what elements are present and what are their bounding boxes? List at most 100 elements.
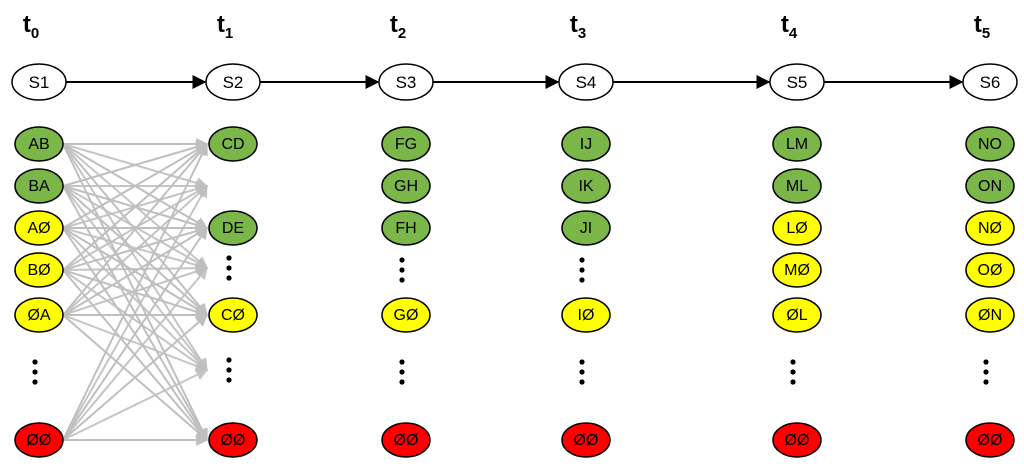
transition-arrow	[62, 143, 209, 189]
observation-node-shape	[772, 297, 822, 333]
observation-node-shape	[381, 210, 431, 246]
state-node-shape	[378, 63, 434, 101]
transition-arrow	[62, 185, 209, 269]
observation-node-shape	[14, 126, 64, 162]
time-label-subscript: 2	[398, 25, 406, 42]
state-node: S1	[11, 63, 67, 101]
observation-node-label: IJ	[580, 136, 592, 153]
observation-node: FG	[381, 126, 431, 162]
observation-node-shape	[561, 168, 611, 204]
observation-node-shape	[561, 126, 611, 162]
transition-arrow	[62, 269, 208, 371]
ellipsis-dot	[579, 369, 585, 375]
ellipsis-dot	[983, 379, 989, 385]
observation-node-label: ØN	[978, 307, 1002, 324]
observation-node-label: MØ	[784, 262, 810, 279]
observation-node-label: ØØ	[574, 432, 599, 449]
observation-node-shape	[208, 297, 258, 333]
transition-arrow	[62, 227, 208, 371]
observation-node-shape	[772, 168, 822, 204]
observation-node-shape	[965, 252, 1015, 288]
time-label-base: t	[974, 11, 982, 38]
observation-node-label: NO	[978, 136, 1002, 153]
observation-node-label: ON	[978, 178, 1002, 195]
transition-arrow	[62, 184, 208, 441]
observation-node-label: CØ	[221, 307, 245, 324]
observation-node-label: ØØ	[978, 432, 1003, 449]
state-node-label: S4	[576, 73, 597, 92]
observation-node-label: LM	[786, 136, 808, 153]
observation-node: LM	[772, 126, 822, 162]
observation-node: BØ	[14, 252, 64, 288]
observation-node-label: OØ	[978, 262, 1003, 279]
observation-node-shape	[965, 168, 1015, 204]
state-node-label: S1	[29, 73, 50, 92]
time-label: t1	[217, 11, 233, 42]
observation-node: JI	[561, 210, 611, 246]
transition-arrow	[62, 185, 208, 371]
observation-node-shape	[14, 252, 64, 288]
ellipsis-dots	[399, 359, 405, 385]
state-node: S3	[378, 63, 434, 101]
observation-node-shape	[381, 297, 431, 333]
observation-node-label: ØA	[27, 307, 50, 324]
transition-arrow	[62, 262, 209, 275]
time-label-base: t	[390, 11, 398, 38]
observation-node: LØ	[772, 210, 822, 246]
ellipsis-dots	[579, 257, 585, 283]
state-node-label: S5	[787, 73, 808, 92]
observation-node-label: ML	[786, 178, 808, 195]
ellipsis-dot	[790, 369, 796, 375]
ellipsis-dot	[399, 369, 405, 375]
observation-node: ØØ	[208, 422, 258, 458]
time-label-subscript: 4	[789, 25, 798, 42]
time-label: t0	[23, 11, 39, 42]
ellipsis-dot	[399, 379, 405, 385]
observation-node: GH	[381, 168, 431, 204]
observation-node-shape	[208, 126, 258, 162]
observation-node-label: GH	[394, 178, 418, 195]
time-label: t5	[974, 11, 990, 42]
observation-node: ØL	[772, 297, 822, 333]
time-label: t4	[781, 11, 798, 42]
observation-node-label: ØØ	[27, 432, 52, 449]
observation-node-shape	[14, 422, 64, 458]
transition-arrow	[62, 227, 209, 271]
ellipsis-dot	[32, 369, 38, 375]
observation-node: ØØ	[381, 422, 431, 458]
observation-node-label: FH	[395, 220, 416, 237]
observation-node-label: ØØ	[394, 432, 419, 449]
ellipsis-dots	[226, 255, 232, 281]
observation-node-shape	[561, 422, 611, 458]
ellipsis-dot	[579, 379, 585, 385]
observation-node-label: IK	[578, 178, 593, 195]
ellipsis-dot	[226, 275, 232, 281]
observation-node-label: LØ	[786, 220, 807, 237]
observation-node-shape	[965, 126, 1015, 162]
observation-node-shape	[208, 422, 258, 458]
observation-node-shape	[772, 210, 822, 246]
observation-node-shape	[772, 422, 822, 458]
observation-node: ML	[772, 168, 822, 204]
observation-node: IK	[561, 168, 611, 204]
observation-node-shape	[561, 297, 611, 333]
observation-node: ON	[965, 168, 1015, 204]
ellipsis-dot	[790, 359, 796, 365]
observation-node-label: AB	[28, 136, 49, 153]
observation-node: CØ	[208, 297, 258, 333]
observation-node-shape	[381, 422, 431, 458]
time-label-base: t	[217, 11, 225, 38]
time-label-base: t	[23, 11, 31, 38]
observation-node: FH	[381, 210, 431, 246]
observation-node-shape	[965, 422, 1015, 458]
observation-node: IJ	[561, 126, 611, 162]
ellipsis-dots	[983, 359, 989, 385]
time-label-subscript: 5	[982, 25, 990, 42]
observation-node-shape	[14, 297, 64, 333]
observation-node-shape	[772, 126, 822, 162]
